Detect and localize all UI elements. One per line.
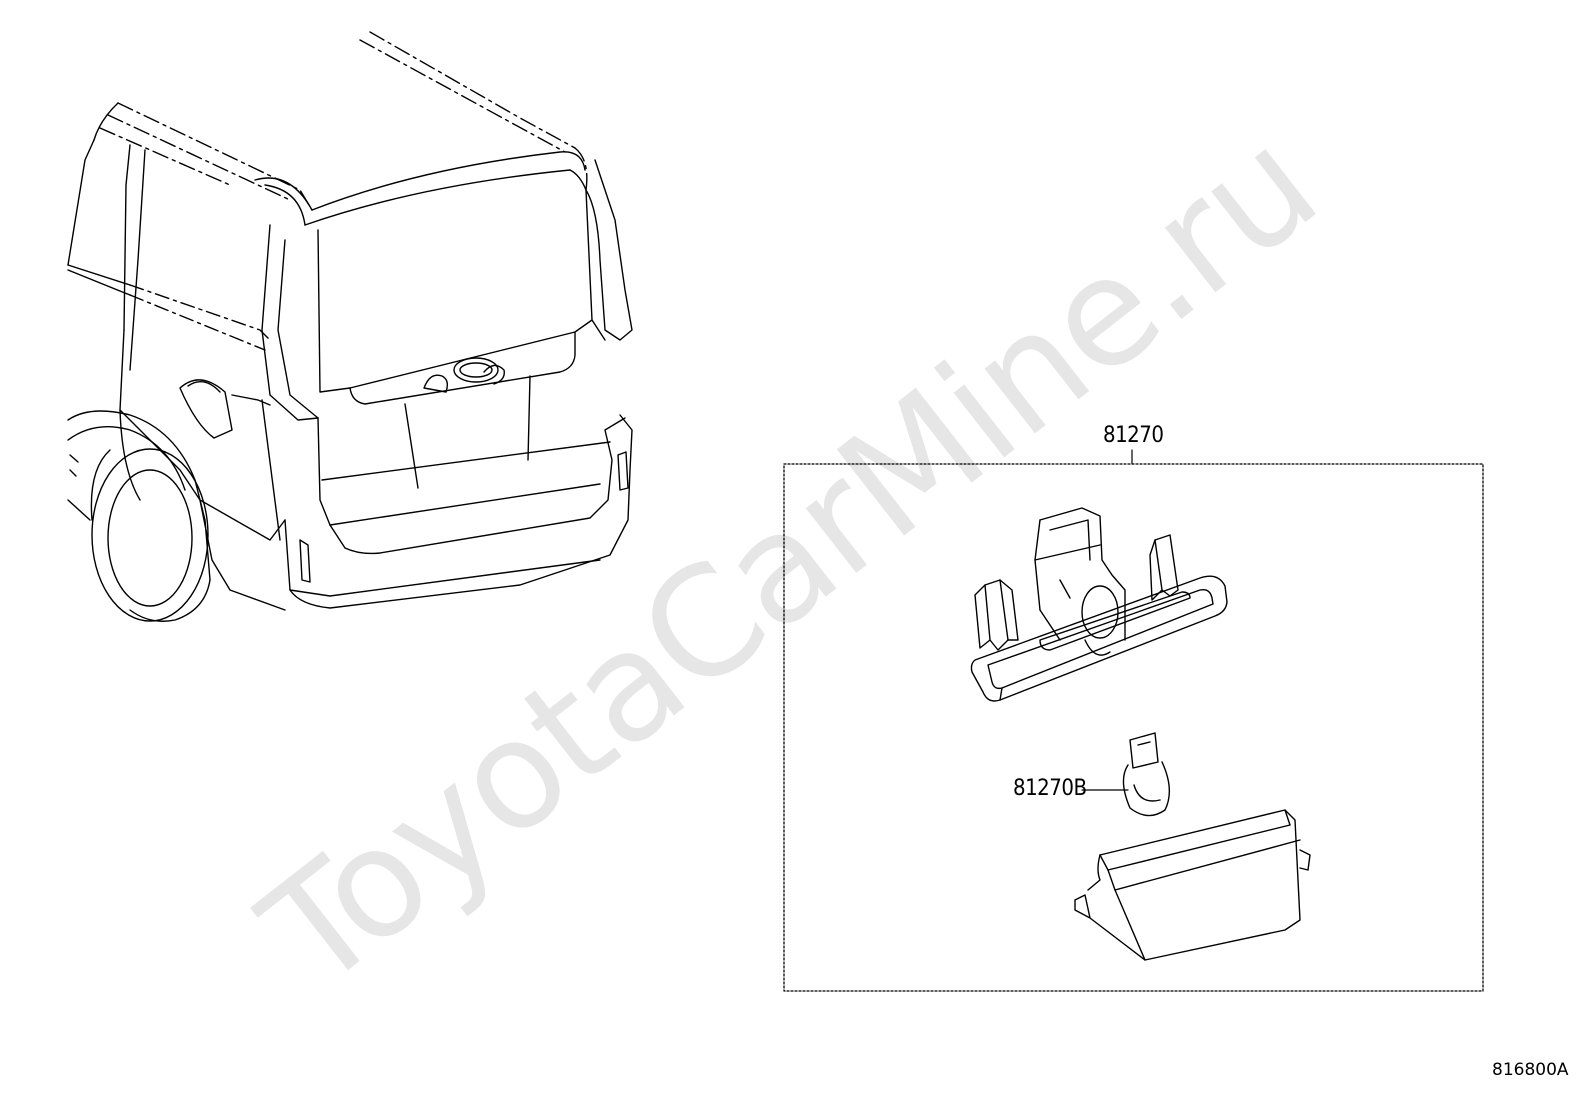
assembly-frame	[783, 463, 1484, 992]
lens-illustration	[1074, 809, 1311, 961]
vehicle-rear-illustration	[67, 31, 633, 622]
callout-81270B: 81270B	[1013, 776, 1087, 801]
bulb-illustration	[1122, 732, 1170, 817]
figure-number: 816800A	[1492, 1060, 1569, 1080]
callout-81270: 81270	[1103, 423, 1164, 448]
license-lamp-housing	[970, 507, 1228, 702]
